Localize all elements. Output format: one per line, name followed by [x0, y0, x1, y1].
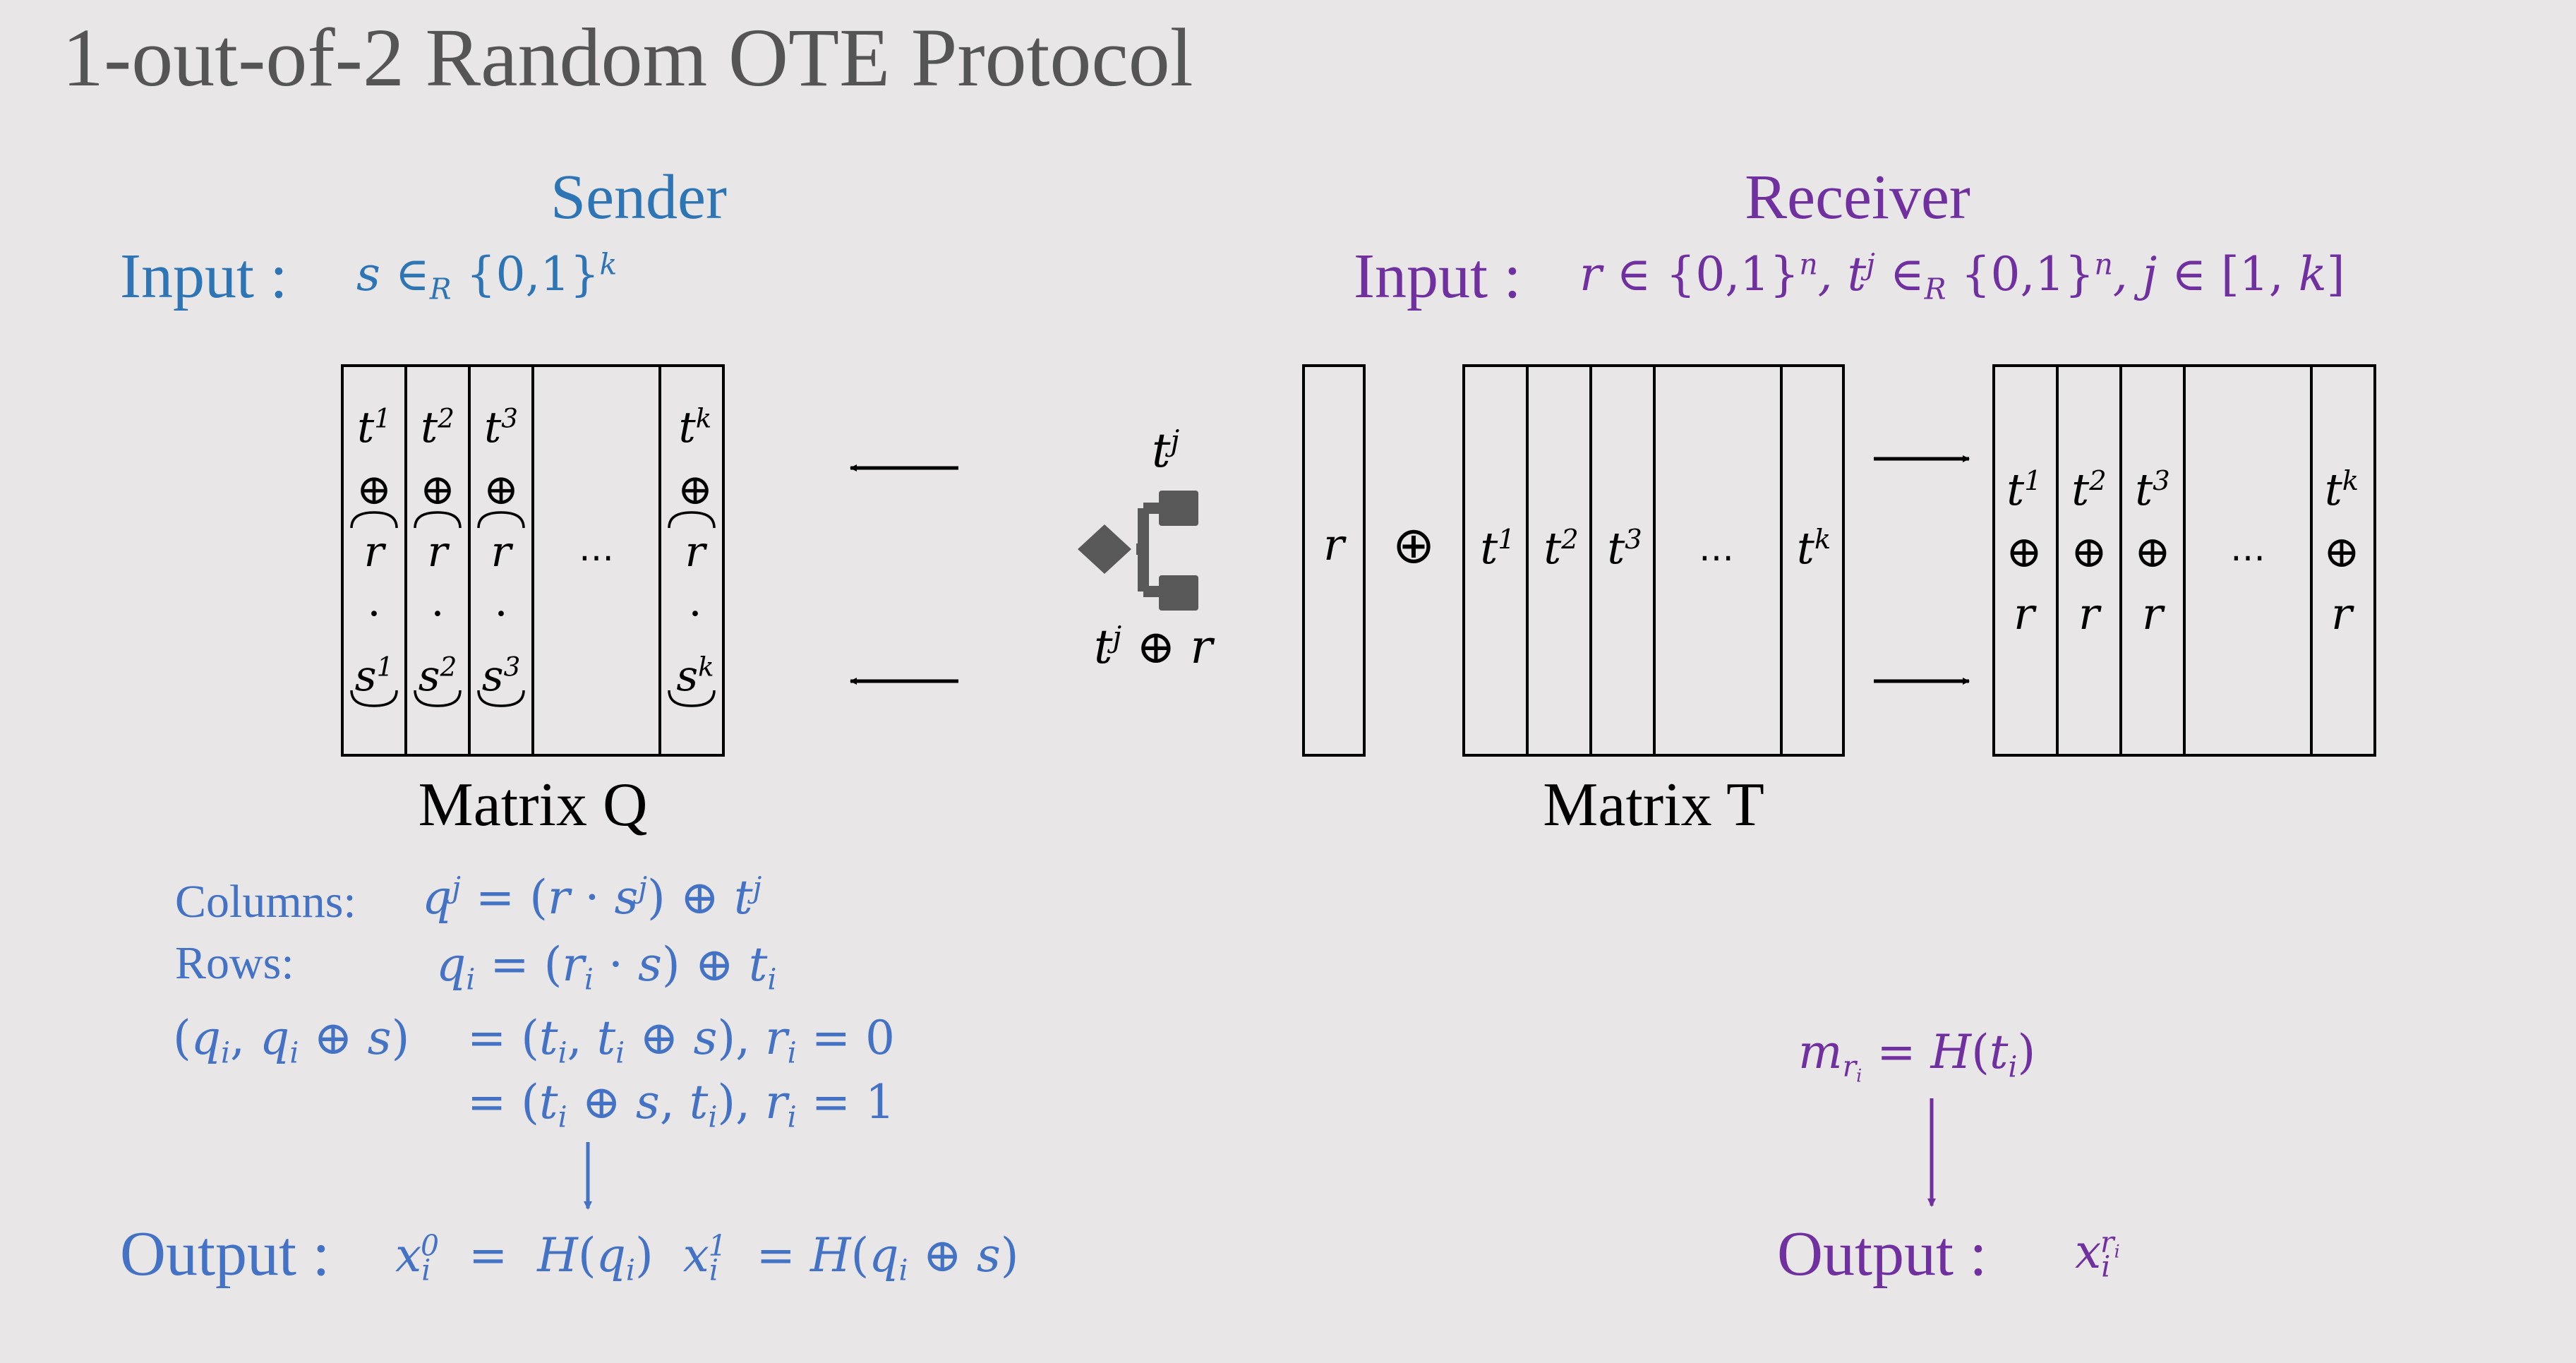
brace-top: [414, 511, 462, 529]
matrix-t-ellipsis: …: [1699, 528, 1734, 569]
matrix-t-col-3: t3: [1607, 522, 1642, 574]
result-ellipsis: …: [2230, 528, 2265, 569]
result-col-2: t2⊕r: [2071, 464, 2107, 640]
receiver-hash-formula: mri = H(ti): [1798, 1025, 2036, 1086]
result-col-1: t1⊕r: [2006, 464, 2042, 640]
receiver-input-label: Input :: [1354, 241, 1522, 311]
matrix-q-label: Matrix Q: [418, 771, 648, 839]
r-column-box: [1302, 364, 1366, 757]
matrix-q-col-2: t2⊕r·s2: [418, 402, 457, 701]
brace-top: [350, 511, 398, 529]
matrix-t-col-k: tk: [1796, 522, 1831, 574]
result-col-k: tk⊕r: [2323, 464, 2360, 640]
sender-heading: Sender: [550, 162, 727, 232]
receiver-output-formula: xiri: [2075, 1225, 2120, 1284]
r-column-value: r: [1323, 519, 1344, 570]
rows-label: Rows:: [175, 937, 294, 989]
brace-bottom: [414, 690, 462, 707]
matrix-t-xor-r: [1992, 364, 2376, 757]
xor-operator: ⊕: [1392, 515, 1436, 575]
case-r0: = (ti, ti ⊕ s), ri = 0: [467, 1011, 896, 1070]
sender-output-label: Output :: [120, 1219, 330, 1289]
brace-bottom: [668, 690, 716, 707]
columns-formula: qj = (r · sj) ⊕ tj: [422, 870, 762, 925]
matrix-q-col-1: t1⊕r·s1: [354, 402, 394, 701]
matrix-q-col-3: t3⊕r·s3: [481, 402, 521, 701]
pair-lhs: (qi, qi ⊕ s): [173, 1011, 410, 1070]
matrix-q-col-k: tk⊕r·sk: [676, 402, 714, 701]
case-r1: = (ti ⊕ s, ti), ri = 1: [467, 1075, 896, 1134]
sender-input-value: s ∈R {0,1}k: [356, 247, 618, 306]
matrix-q-braces: [350, 511, 716, 707]
matrix-t: [1462, 364, 1845, 757]
ot-functionality-icon: [1078, 491, 1198, 611]
ot-bottom-label: tj ⊕ r: [1094, 620, 1213, 674]
result-col-3: t3⊕r: [2134, 464, 2171, 640]
matrix-q-ellipsis: …: [579, 528, 614, 569]
page-title: 1-out-of-2 Random OTE Protocol: [62, 11, 1193, 104]
columns-label: Columns:: [175, 876, 356, 927]
brace-bottom: [477, 690, 525, 707]
matrix-t-col-2: t2: [1543, 522, 1579, 574]
sender-input-label: Input :: [120, 241, 288, 311]
receiver-input-value: r ∈ {0,1}n, tj ∈R {0,1}n, j ∈ [1, k]: [1579, 247, 2345, 306]
brace-top: [668, 511, 716, 529]
matrix-q: [341, 364, 725, 757]
brace-bottom: [350, 690, 398, 707]
rows-formula: qi = (ri · s) ⊕ ti: [436, 937, 777, 997]
ot-top-label: tj: [1152, 424, 1180, 478]
sender-output-formula: xi0 = H(qi) xi1 = H(qi ⊕ s): [395, 1228, 1019, 1287]
receiver-output-label: Output :: [1777, 1219, 1987, 1289]
brace-top: [477, 511, 525, 529]
receiver-heading: Receiver: [1745, 162, 1970, 232]
matrix-t-label: Matrix T: [1543, 771, 1764, 839]
matrix-t-col-1: t1: [1480, 522, 1515, 574]
